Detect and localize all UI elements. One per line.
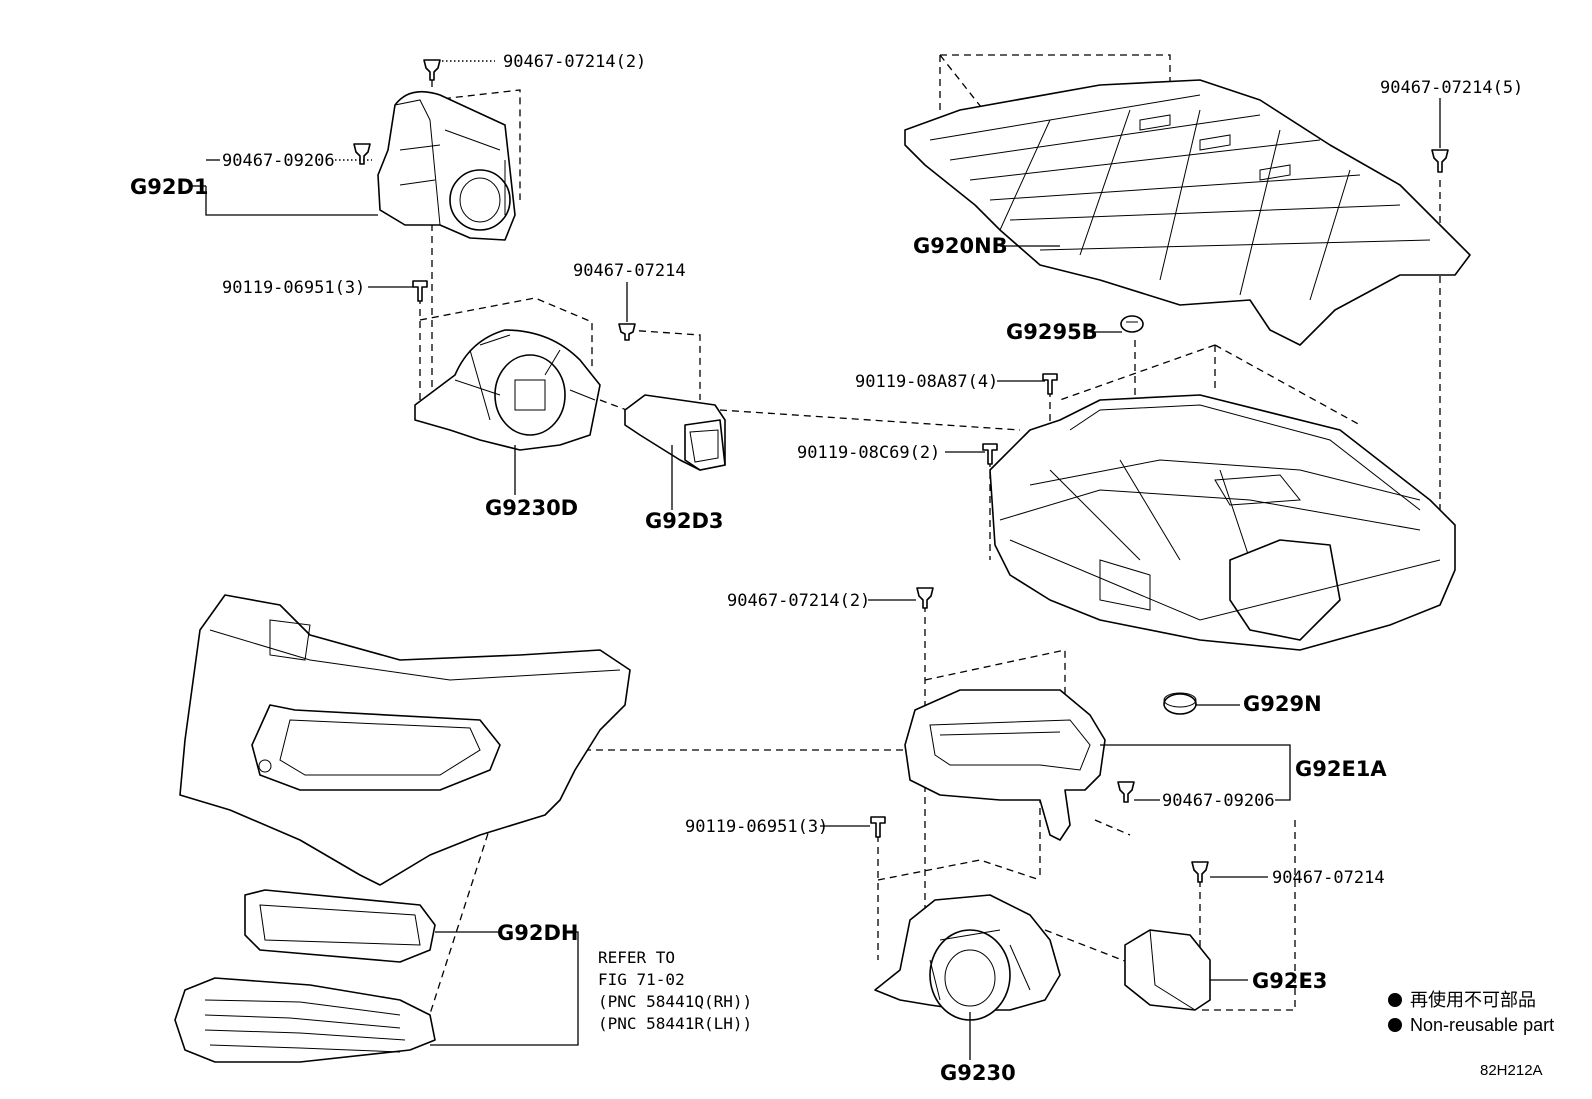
label-g9295b: G9295B [1006, 320, 1098, 344]
label-g929n: G929N [1243, 692, 1322, 716]
label-90467-09206-top: 90467-09206 [222, 151, 335, 171]
clip-icon [353, 143, 371, 165]
label-90119-08c69-2: 90119-08C69(2) [797, 443, 940, 463]
label-g920nb: G920NB [913, 234, 1008, 258]
label-g92dh: G92DH [497, 921, 578, 945]
refer-note: REFER TO FIG 71-02 (PNC 58441Q(RH)) (PNC… [598, 948, 752, 1033]
legend-en: Non-reusable part [1410, 1015, 1554, 1035]
label-90467-07214-mid: 90467-07214 [573, 261, 686, 281]
part-g92dh-grille [244, 889, 436, 963]
refer-note-line4: (PNC 58441R(LH)) [598, 1014, 752, 1033]
part-g9230-blower [874, 894, 1061, 1021]
refer-note-line3: (PNC 58441Q(RH)) [598, 992, 752, 1011]
clip-icon [423, 59, 441, 81]
part-g9295b-clip [1120, 315, 1144, 333]
fasteners [353, 59, 1449, 883]
label-90119-06951-3-low: 90119-06951(3) [685, 817, 828, 837]
part-g92e1a-duct [904, 689, 1106, 841]
clip-icon [1431, 149, 1449, 173]
bolt-icon [870, 816, 886, 838]
part-g920nb-undercover [904, 79, 1471, 346]
label-90467-07214-2-mid: 90467-07214(2) [727, 591, 870, 611]
callout-labels: 90467-07214(2) 90467-09206 G92D1 90119-0… [130, 52, 1523, 1085]
leader-lines [192, 60, 1441, 1060]
part-bumper-panel [179, 594, 631, 886]
label-g92e1a: G92E1A [1295, 757, 1387, 781]
part-lower-garnish [174, 977, 436, 1063]
bolt-icon [412, 280, 428, 302]
clip-icon [916, 587, 934, 609]
part-g9230d-blower [414, 329, 601, 451]
label-90119-06951-3-top: 90119-06951(3) [222, 278, 365, 298]
part-g92e3-duct [1124, 929, 1211, 1011]
refer-note-line2: FIG 71-02 [598, 970, 685, 989]
clip-icon [1191, 861, 1209, 883]
legend: 再使用不可部品 Non-reusable part [1388, 990, 1554, 1035]
label-g9230: G9230 [940, 1061, 1016, 1085]
legend-jp: 再使用不可部品 [1410, 990, 1536, 1010]
bolt-icon [1042, 373, 1058, 395]
bullet-icon [1388, 1018, 1402, 1032]
part-battery-assembly [989, 394, 1456, 651]
label-g92d3: G92D3 [645, 509, 724, 533]
clip-icon [1117, 781, 1135, 803]
part-g92d3-duct [624, 394, 726, 471]
label-90119-08a87-4: 90119-08A87(4) [855, 372, 998, 392]
label-g92e3: G92E3 [1252, 969, 1327, 993]
figure-code: 82H212A [1480, 1062, 1543, 1079]
label-90467-07214-low: 90467-07214 [1272, 868, 1385, 888]
bolt-icon [982, 443, 998, 465]
label-g92d1: G92D1 [130, 175, 209, 199]
part-g929n-grommet [1163, 692, 1197, 715]
part-g92d1-duct [377, 90, 516, 241]
label-90467-07214-5: 90467-07214(5) [1380, 78, 1523, 98]
bullet-icon [1388, 993, 1402, 1007]
clip-icon [618, 323, 636, 341]
label-90467-09206-low: 90467-09206 [1162, 791, 1275, 811]
refer-note-line1: REFER TO [598, 948, 675, 967]
label-g9230d: G9230D [485, 496, 578, 520]
label-90467-07214-2-top: 90467-07214(2) [503, 52, 646, 72]
